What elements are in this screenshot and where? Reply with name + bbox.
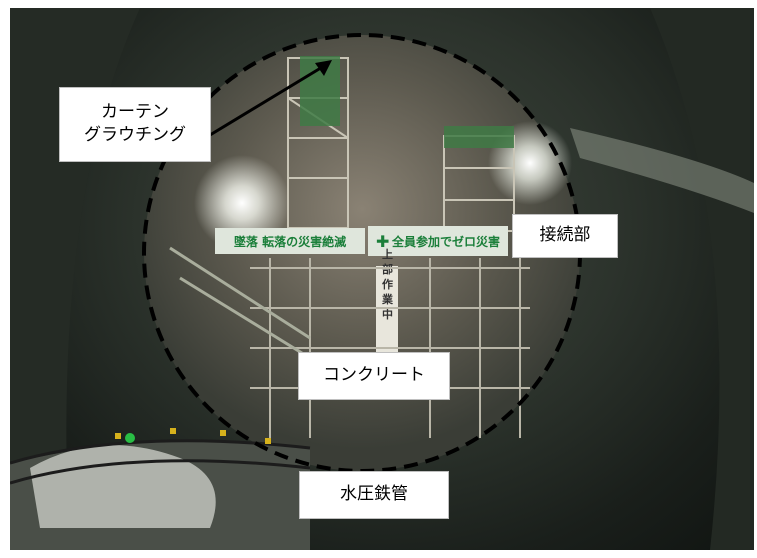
banner-right-text: 全員参加でゼロ災害 bbox=[391, 234, 500, 249]
railing-clamps bbox=[115, 428, 271, 444]
left-wall bbox=[10, 8, 140, 550]
tunnel-scene: 墜落 転落の災害絶滅 ✚ 全員参加でゼロ災害 上部作業中 bbox=[10, 8, 754, 550]
green-light bbox=[125, 433, 135, 443]
callout-curtain-grouting-line1: カーテン bbox=[101, 102, 169, 122]
banner-left bbox=[215, 228, 365, 254]
railing bbox=[10, 439, 311, 485]
callout-joint: 接続部 bbox=[512, 214, 618, 258]
arrow-head-icon bbox=[315, 60, 332, 76]
callout-arrow bbox=[209, 64, 325, 137]
callout-concrete: コンクリート bbox=[298, 352, 450, 400]
scaffold-lower bbox=[250, 258, 530, 438]
tunnel-photo: 墜落 転落の災害絶滅 ✚ 全員参加でゼロ災害 上部作業中 bbox=[10, 8, 754, 550]
wall-reflection bbox=[570, 128, 754, 213]
callout-penstock: 水圧鉄管 bbox=[299, 471, 449, 519]
vertical-sign-text: 上部作業中 bbox=[381, 247, 395, 323]
stairs bbox=[169, 246, 311, 360]
covered-equipment bbox=[30, 445, 216, 528]
green-net-right bbox=[444, 126, 514, 148]
right-wall bbox=[650, 8, 754, 550]
callout-curtain-grouting-line2: グラウチング bbox=[84, 125, 186, 145]
green-cross-icon: ✚ bbox=[376, 232, 389, 251]
banner-left-text: 墜落 転落の災害絶滅 bbox=[234, 234, 346, 249]
callout-curtain-grouting: カーテン グラウチング bbox=[59, 87, 211, 162]
banner-right bbox=[368, 226, 508, 256]
light-left bbox=[194, 155, 290, 251]
